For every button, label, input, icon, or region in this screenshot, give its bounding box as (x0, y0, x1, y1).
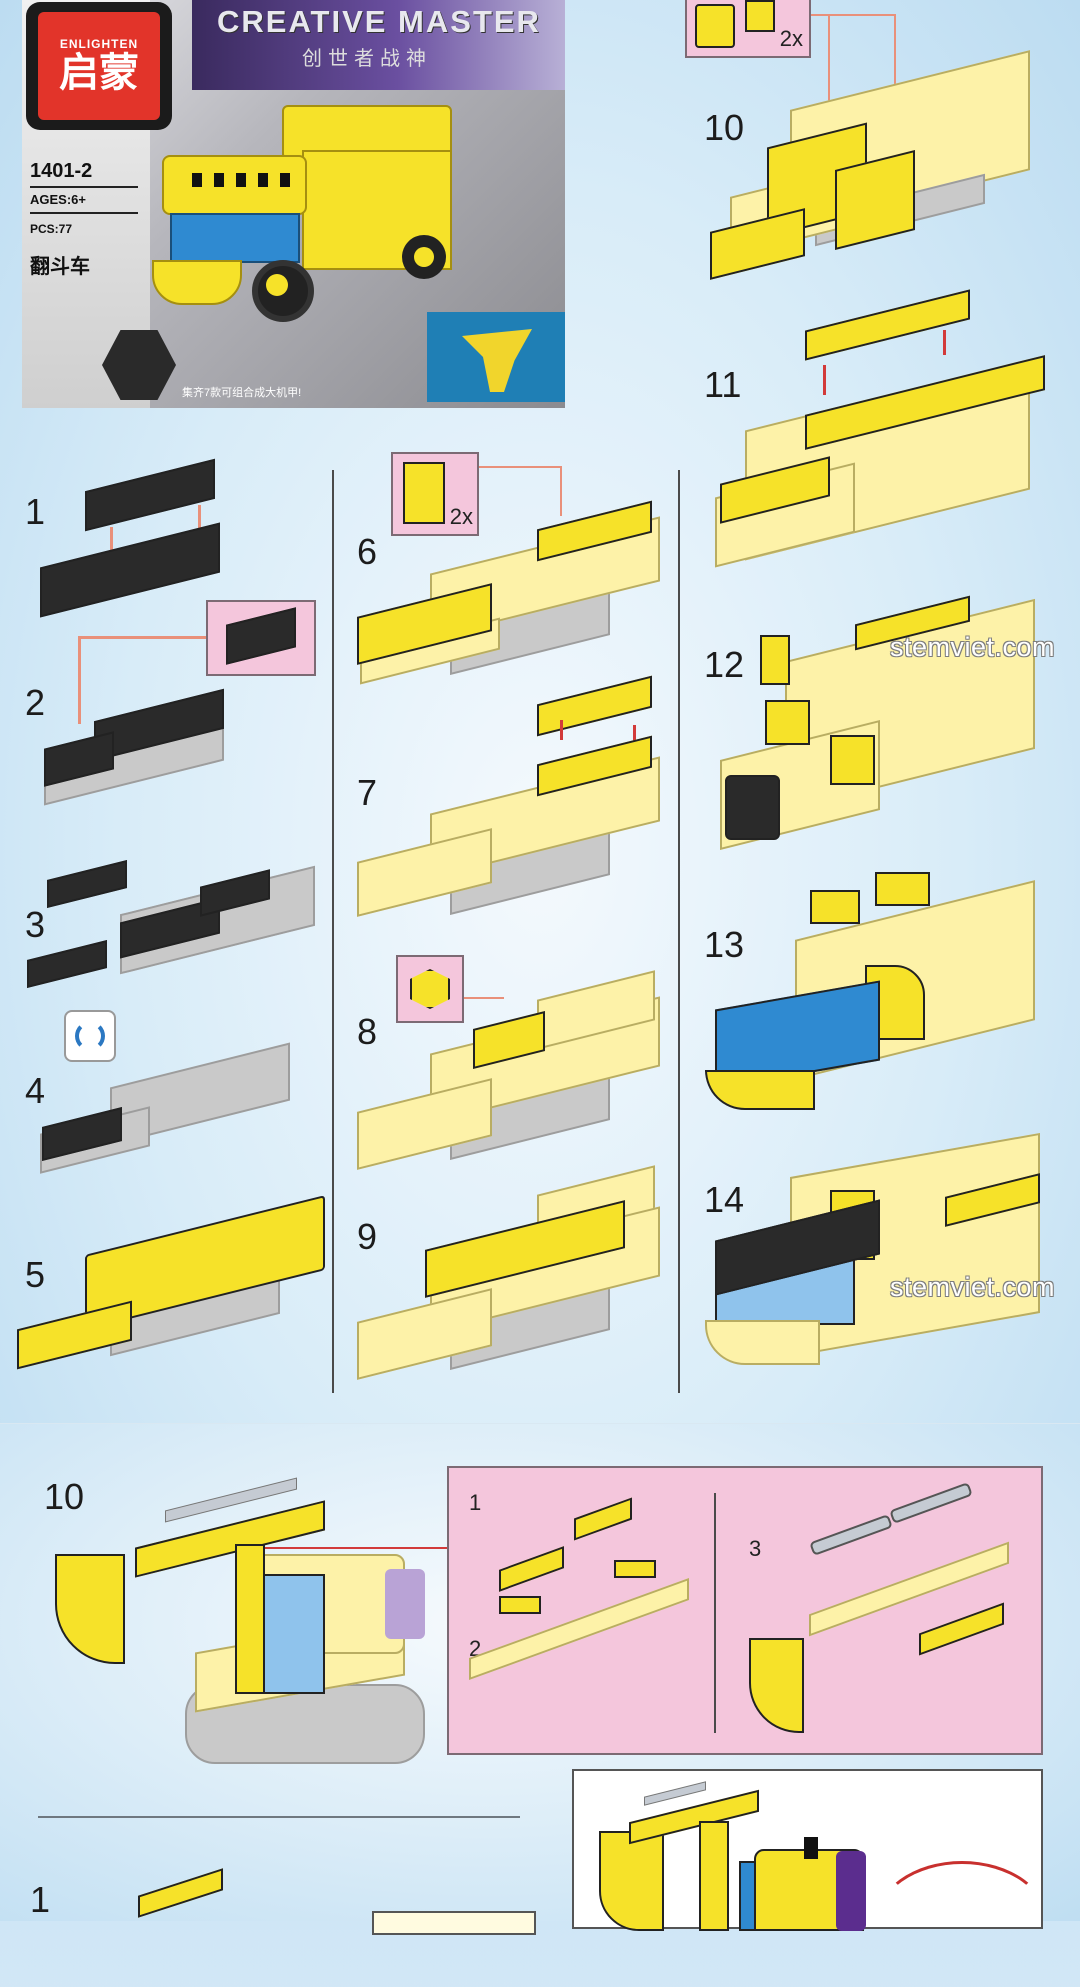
step-5-illustration (15, 1195, 325, 1385)
step-number: 2 (25, 682, 46, 723)
panel-divider (714, 1493, 716, 1733)
step-4-illustration (40, 1025, 295, 1185)
step-number: 14 (704, 1179, 745, 1220)
series-title: CREATIVE MASTER (217, 4, 541, 39)
column-divider (678, 470, 680, 1393)
section-divider (38, 1816, 520, 1818)
brand-logo: ENLIGHTEN 启蒙 (26, 2, 172, 130)
series-banner (192, 0, 565, 90)
parts-box (372, 1911, 536, 1935)
step-number: 10 (704, 107, 745, 148)
step-number: 5 (25, 1254, 46, 1295)
step-number: 6 (357, 531, 378, 572)
step-number: 13 (704, 924, 745, 965)
age-rating: AGES:6+ (30, 192, 86, 207)
subassembly-panel: 1 2 3 (447, 1466, 1043, 1755)
step-11-illustration (705, 285, 1045, 568)
callout-arrow (464, 997, 504, 999)
callout-arrow (560, 466, 562, 516)
instruction-page-2: 10 1 2 3 1 (0, 1423, 1080, 1935)
callout-arrow (265, 1547, 447, 1549)
step-8-illustration (355, 965, 665, 1180)
divider (30, 212, 138, 214)
completed-model-box (572, 1769, 1050, 1931)
step-number: 10 (44, 1476, 85, 1517)
step-2-illustration (44, 685, 234, 806)
step-number: 4 (25, 1070, 46, 1111)
substep-number: 1 (469, 1490, 482, 1515)
step-9-illustration (355, 1165, 665, 1390)
step-number: 3 (25, 904, 46, 945)
quantity-label: 2x (449, 504, 473, 529)
piece-count: PCS:77 (30, 222, 73, 236)
dump-truck-photo (152, 95, 472, 325)
instruction-page-1: ENLIGHTEN 启蒙 CREATIVE MASTER 创世者战神 1401-… (0, 0, 1080, 1423)
column-divider (332, 470, 334, 1393)
divider (30, 186, 138, 188)
combined-mech-inset (427, 312, 565, 402)
parts-callout-step-6: 2x (391, 452, 479, 536)
callout-arrow (811, 14, 896, 16)
excavator-step-10-illustration (55, 1477, 435, 1784)
step-1-illustration (40, 455, 230, 618)
model-name: 翻斗车 (30, 256, 90, 278)
quantity-label: 2x (779, 26, 803, 51)
step-10-illustration (705, 50, 1045, 290)
parts-callout-step-10: 2x (685, 0, 811, 58)
step-13-illustration (705, 870, 1045, 1120)
box-caption: 集齐7款可组合成大机甲! (182, 387, 302, 399)
step-7-illustration (355, 675, 665, 930)
step-number: 7 (357, 772, 378, 813)
brand-name-en: ENLIGHTEN (59, 37, 139, 51)
callout-arrow (828, 14, 830, 124)
watermark: stemviet.com (890, 632, 1056, 662)
callout-arrow (479, 466, 561, 468)
step-3-illustration (25, 860, 315, 1000)
callout-arrow (78, 636, 206, 639)
brand-name-cn: 启蒙 (59, 51, 139, 95)
step-1-plate (138, 1868, 223, 1918)
step-14-illustration (705, 1132, 1045, 1380)
step-number: 12 (704, 644, 745, 685)
substep-number: 3 (749, 1536, 762, 1561)
parts-callout-step-2 (206, 600, 316, 676)
step-number: 1 (25, 491, 46, 532)
series-subtitle: 创世者战神 (302, 48, 432, 70)
model-number: 1401-2 (30, 160, 93, 182)
step-number: 9 (357, 1216, 378, 1257)
step-6-illustration (355, 500, 665, 700)
step-number: 1 (30, 1879, 51, 1920)
step-number: 11 (704, 364, 742, 405)
parts-callout-step-8 (396, 955, 464, 1023)
callout-arrow (78, 636, 81, 724)
step-12-illustration (705, 590, 1045, 850)
box-art-image: ENLIGHTEN 启蒙 CREATIVE MASTER 创世者战神 1401-… (22, 0, 565, 408)
watermark: stemviet.com (890, 1272, 1056, 1302)
rotate-icon (64, 1010, 116, 1062)
step-number: 8 (357, 1011, 378, 1052)
